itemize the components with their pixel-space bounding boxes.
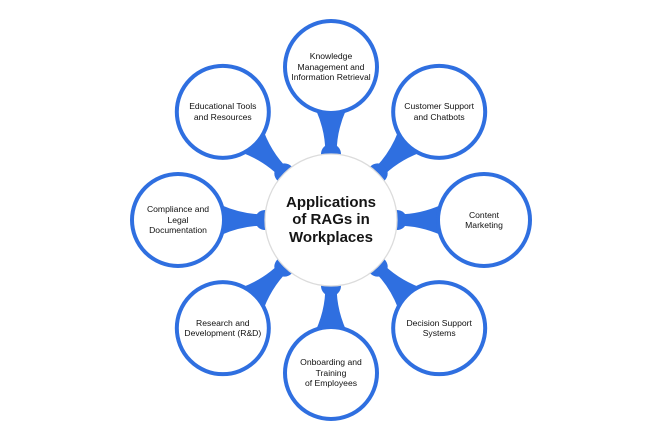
node-label-4: Decision Support Systems xyxy=(406,317,472,339)
connector-1 xyxy=(316,110,346,160)
node-circle-7 xyxy=(130,172,226,268)
node-label-8: Educational Tools and Resources xyxy=(189,101,257,122)
node-label-3: Content Marketing xyxy=(465,209,503,231)
center-circle xyxy=(264,153,398,287)
connector-3 xyxy=(391,205,441,235)
node-circle-5 xyxy=(283,325,379,421)
node-circle-6 xyxy=(174,280,271,377)
node-label-5: Onboarding and Training of Employees xyxy=(300,357,362,389)
node-circle-2 xyxy=(391,63,488,160)
center-title: Applications of RAGs in Workplaces xyxy=(285,193,376,246)
node-label-2: Customer Support and Chatbots xyxy=(404,101,475,122)
node-circle-4 xyxy=(391,280,488,377)
connector-5 xyxy=(316,280,346,330)
node-circle-8 xyxy=(174,63,271,160)
node-label-1: Knowledge Management and Information Ret… xyxy=(291,51,371,83)
node-circle-3 xyxy=(436,172,532,268)
node-circle-1 xyxy=(283,19,379,115)
connector-7 xyxy=(221,205,271,235)
node-label-7: Compliance and Legal Documentation xyxy=(146,204,210,236)
node-label-6: Research and Development (R&D) xyxy=(184,317,262,339)
